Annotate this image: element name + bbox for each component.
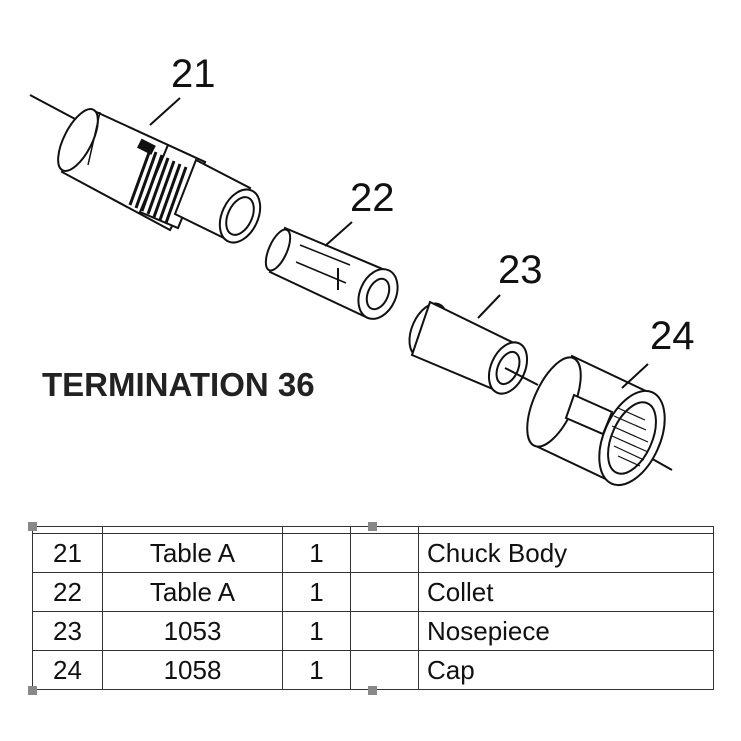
callout-22: 22 — [350, 176, 395, 220]
termination-title: TERMINATION 36 — [42, 366, 315, 403]
table-row: 24 1058 1 Cap — [32, 650, 714, 690]
leader-24 — [621, 363, 649, 389]
part-number-cell: Table A — [102, 572, 283, 612]
part-number-cell: 1053 — [102, 611, 283, 651]
quantity-cell: 1 — [282, 611, 351, 651]
callout-24: 24 — [650, 314, 695, 358]
cap-part — [526, 354, 666, 487]
quantity-cell: 1 — [282, 533, 351, 573]
item-number-cell: 24 — [32, 650, 103, 690]
leader-21 — [149, 97, 181, 126]
wire-line-23 — [504, 367, 539, 386]
blank-cell — [350, 611, 419, 651]
description-cell: Cap — [418, 650, 714, 690]
item-number-cell: 21 — [32, 533, 103, 573]
selection-handle-bottom-middle[interactable] — [368, 686, 377, 695]
description-cell: Collet — [418, 572, 714, 612]
blank-cell — [350, 533, 419, 573]
callout-21: 21 — [171, 52, 216, 96]
selection-handle-bottom-left[interactable] — [28, 686, 37, 695]
selection-handle-top-left[interactable] — [28, 522, 37, 531]
part-number-cell: 1058 — [102, 650, 283, 690]
item-number-cell: 23 — [32, 611, 103, 651]
item-number-cell: 22 — [32, 572, 103, 612]
leader-23 — [477, 294, 501, 319]
table-row: 22 Table A 1 Collet — [32, 572, 714, 612]
chuck-body-part — [57, 108, 262, 244]
selection-handle-top-middle[interactable] — [368, 522, 377, 531]
parts-table: 21 Table A 1 Chuck Body 22 Table A 1 Col… — [32, 526, 714, 690]
description-cell: Chuck Body — [418, 533, 714, 573]
blank-cell — [350, 572, 419, 612]
leader-22 — [324, 221, 353, 247]
callout-23: 23 — [498, 248, 543, 292]
nosepiece-part — [408, 300, 529, 395]
part-number-cell: Table A — [102, 533, 283, 573]
table-row: 23 1053 1 Nosepiece — [32, 611, 714, 651]
table-row: 21 Table A 1 Chuck Body — [32, 533, 714, 573]
quantity-cell: 1 — [282, 572, 351, 612]
blank-cell — [350, 650, 419, 690]
exploded-assembly-drawing — [29, 94, 673, 487]
quantity-cell: 1 — [282, 650, 351, 690]
collet-part — [264, 226, 399, 320]
description-cell: Nosepiece — [418, 611, 714, 651]
